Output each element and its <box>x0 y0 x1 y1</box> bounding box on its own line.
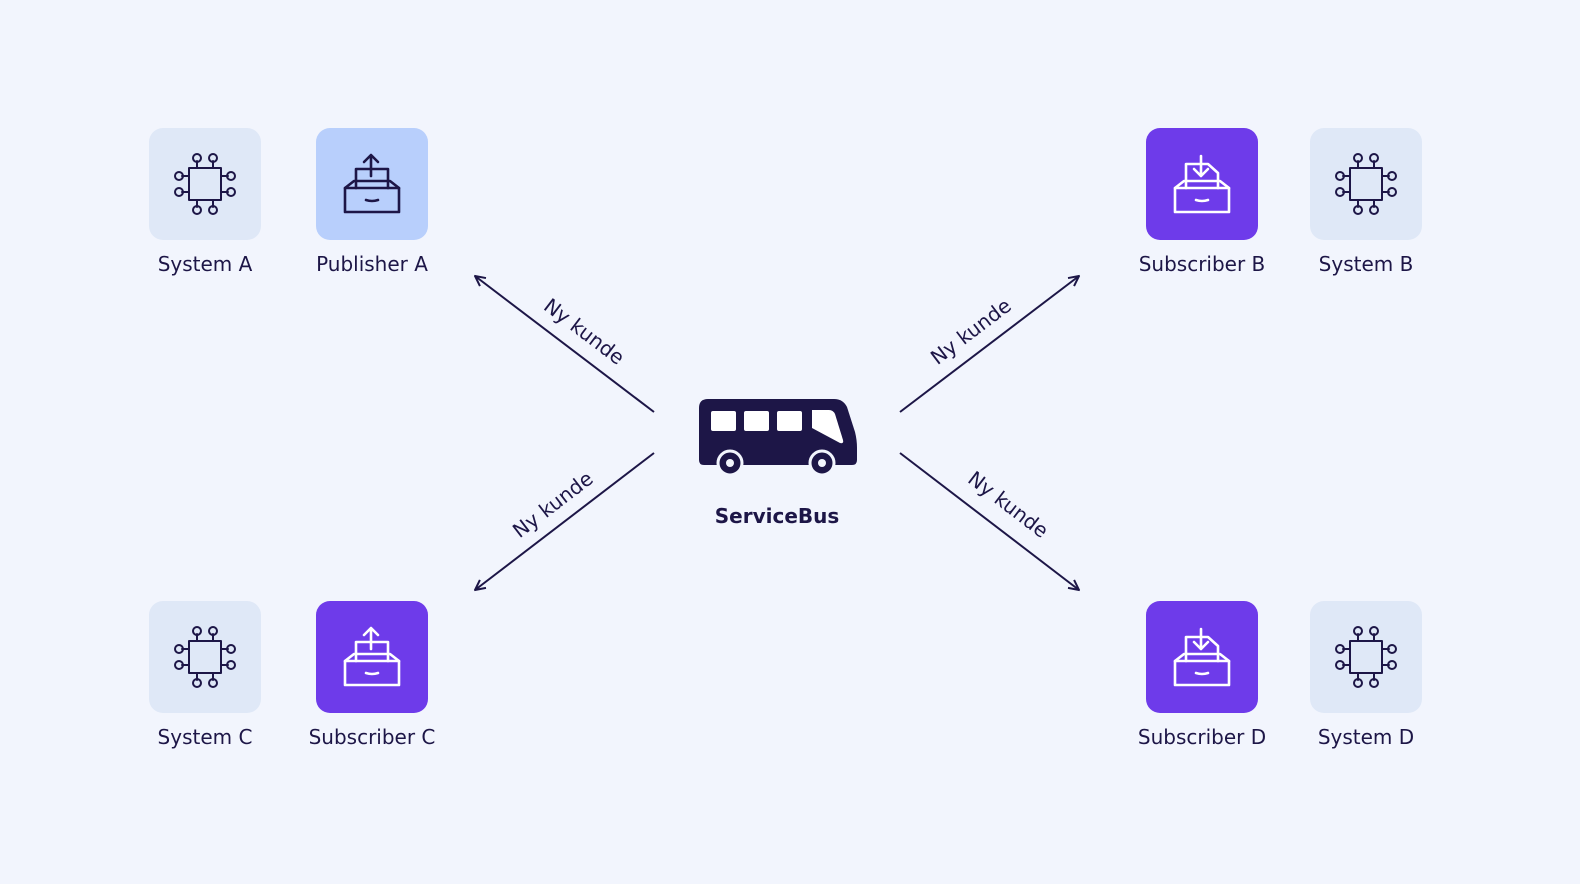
service-bus-label: ServiceBus <box>714 504 840 528</box>
system-a-tile <box>149 128 261 240</box>
system-d-tile <box>1310 601 1422 713</box>
node-system-a: System A <box>125 128 285 277</box>
system-b-label: System B <box>1318 252 1414 276</box>
edge-label-subscriber-d: Ny kunde <box>963 466 1053 543</box>
node-subscriber-d: Subscriber D <box>1122 601 1282 750</box>
system-b-tile <box>1310 128 1422 240</box>
node-system-b: System B <box>1286 128 1446 277</box>
edge-arrow-publisher-a <box>475 276 655 413</box>
node-subscriber-b: Subscriber B <box>1122 128 1282 277</box>
circuit-chip-icon <box>1334 152 1398 216</box>
inbox-download-icon <box>1172 625 1232 689</box>
system-c-label: System C <box>157 725 253 749</box>
node-system-c: System C <box>125 601 285 750</box>
publisher-a-tile <box>316 128 428 240</box>
node-publisher-a: Publisher A <box>292 128 452 277</box>
bus-icon <box>699 399 857 477</box>
subscriber-c-label: Subscriber C <box>308 725 436 749</box>
subscriber-d-tile <box>1146 601 1258 713</box>
subscriber-b-label: Subscriber B <box>1138 252 1266 276</box>
inbox-upload-icon <box>342 625 402 689</box>
node-system-d: System D <box>1286 601 1446 750</box>
circuit-chip-icon <box>1334 625 1398 689</box>
publisher-a-label: Publisher A <box>316 252 428 276</box>
inbox-upload-icon <box>342 152 402 216</box>
subscriber-c-tile <box>316 601 428 713</box>
circuit-chip-icon <box>173 152 237 216</box>
edge-arrow-subscriber-b <box>899 276 1079 413</box>
service-bus-hub <box>696 396 858 480</box>
circuit-chip-icon <box>173 625 237 689</box>
system-d-label: System D <box>1317 725 1415 749</box>
node-subscriber-c: Subscriber C <box>292 601 452 750</box>
inbox-download-icon <box>1172 152 1232 216</box>
system-c-tile <box>149 601 261 713</box>
subscriber-d-label: Subscriber D <box>1137 725 1267 749</box>
edge-arrow-subscriber-d <box>899 452 1079 590</box>
edge-arrow-subscriber-c <box>475 452 655 590</box>
subscriber-b-tile <box>1146 128 1258 240</box>
system-a-label: System A <box>157 252 253 276</box>
